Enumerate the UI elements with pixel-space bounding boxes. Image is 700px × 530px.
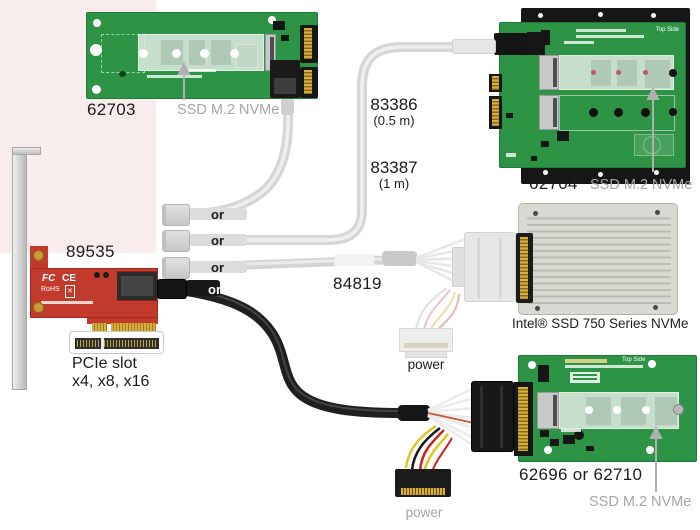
pin-header (541, 30, 550, 45)
bracket-screw (33, 250, 44, 261)
bracket-screw (33, 302, 44, 313)
card-silkscreen (41, 301, 93, 304)
cable-ferrule-62704 (452, 39, 496, 54)
silkscreen-box (570, 372, 600, 383)
caption-62704: SSD M.2 NVMe (590, 177, 693, 193)
label-62703: 62703 (87, 100, 136, 119)
pcie-edge-fingers-short (92, 323, 107, 332)
cable-83386-sheen (191, 45, 472, 242)
pin-header (538, 365, 549, 382)
label-62696: 62696 or 62710 (519, 465, 643, 484)
pcie-slot-key (101, 338, 104, 349)
minisas-socket-card (117, 272, 157, 300)
cable-84819-boot (382, 251, 417, 266)
card-edge-substrate (87, 318, 158, 324)
pcie-slot-opening (75, 338, 159, 349)
cable-62703-ferrule (281, 98, 294, 115)
label-83386-length: (0.5 m) (373, 113, 415, 128)
ce-logo: CE (62, 273, 76, 284)
minisas-plug-option-1 (162, 204, 190, 226)
label-pcie-slot-sizes: x4, x8, x16 (72, 373, 150, 390)
label-or-2: or (211, 233, 224, 248)
label-62704: 62704 (529, 174, 578, 193)
card-capacitor (94, 272, 100, 278)
card-capacitor (103, 272, 109, 278)
caption-62696: SSD M.2 NVMe (589, 494, 692, 510)
label-or-1: or (211, 207, 224, 222)
silkscreen-yellow (565, 359, 607, 363)
minisas-socket-62703 (270, 60, 300, 98)
sata-power-plug-bottom (395, 469, 451, 497)
pcie-edge-fingers-long (111, 323, 156, 332)
label-or-4: or (208, 282, 221, 297)
intel-ssd-750 (518, 203, 678, 315)
board-62696: Top Side (518, 355, 697, 462)
weee-bin-icon: ✕ (65, 285, 75, 298)
pcie-slot-pins (77, 340, 157, 347)
fanout-bottom-red-wire (427, 412, 475, 424)
label-pcie-slot: PCIe slot (72, 355, 137, 372)
label-83387: 83387 (370, 158, 418, 177)
topside-silk-62696: Top Side (622, 357, 646, 363)
fanout-bottom (427, 386, 475, 448)
pcie-slot-image (69, 331, 164, 354)
m2-socket (537, 392, 559, 429)
minisas-plug-option-2 (162, 230, 190, 252)
minisas-plug-option-4 (157, 279, 187, 299)
m2-socket-lower (539, 95, 559, 130)
minisas-plug-option-3 (162, 257, 190, 279)
pci-bracket-tab (12, 147, 41, 155)
fcc-logo: FC (42, 273, 56, 284)
label-83386: 83386 (370, 95, 418, 114)
m2-screw (673, 404, 684, 415)
cable-84819-label-band (334, 254, 374, 266)
capacitor (574, 430, 584, 440)
u2-plug-bottom (471, 381, 514, 452)
topside-silk-62704: Top Side (655, 27, 679, 33)
sata-power-plug-mid-lip (405, 351, 447, 358)
label-89535: 89535 (66, 242, 115, 261)
minisas-socket-opening (121, 276, 153, 296)
minisas-socket-62704 (527, 32, 545, 55)
black-plug-boot (186, 280, 220, 296)
label-power-mid: power (407, 357, 445, 372)
label-power-bottom: power (405, 505, 443, 520)
cable-black-boot (398, 405, 430, 421)
ssd-heatsink-ribs (527, 213, 671, 307)
label-intel-ssd: Intel® SSD 750 Series NVMe (512, 316, 689, 331)
caption-62703: SSD M.2 NVMe (177, 102, 280, 118)
minisas-plug-62704 (494, 33, 528, 55)
label-or-3: or (211, 260, 224, 275)
ghost-m2-ssd (559, 55, 674, 90)
m2-socket-upper (539, 55, 559, 90)
rohs-mark: RoHS (41, 286, 60, 293)
label-83387-length: (1 m) (378, 176, 410, 191)
label-84819: 84819 (333, 274, 382, 293)
cable-black-sheen (185, 288, 423, 413)
u2-plug-mid (464, 232, 516, 302)
